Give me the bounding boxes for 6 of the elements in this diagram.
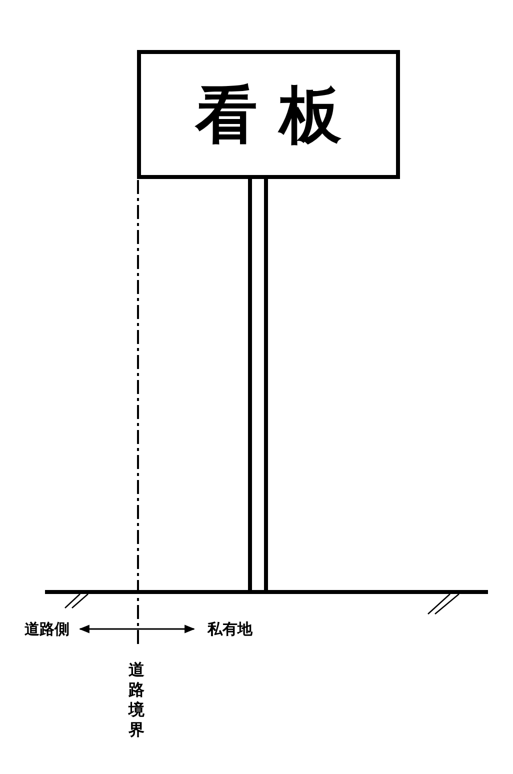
- double-arrow: [78, 624, 196, 634]
- boundary-label: 道路境界: [128, 660, 145, 740]
- signboard: [137, 50, 400, 179]
- area-label: 私有地: [198, 618, 262, 640]
- area-label: 道路側: [16, 618, 78, 640]
- sign-text: 看 板: [196, 76, 342, 152]
